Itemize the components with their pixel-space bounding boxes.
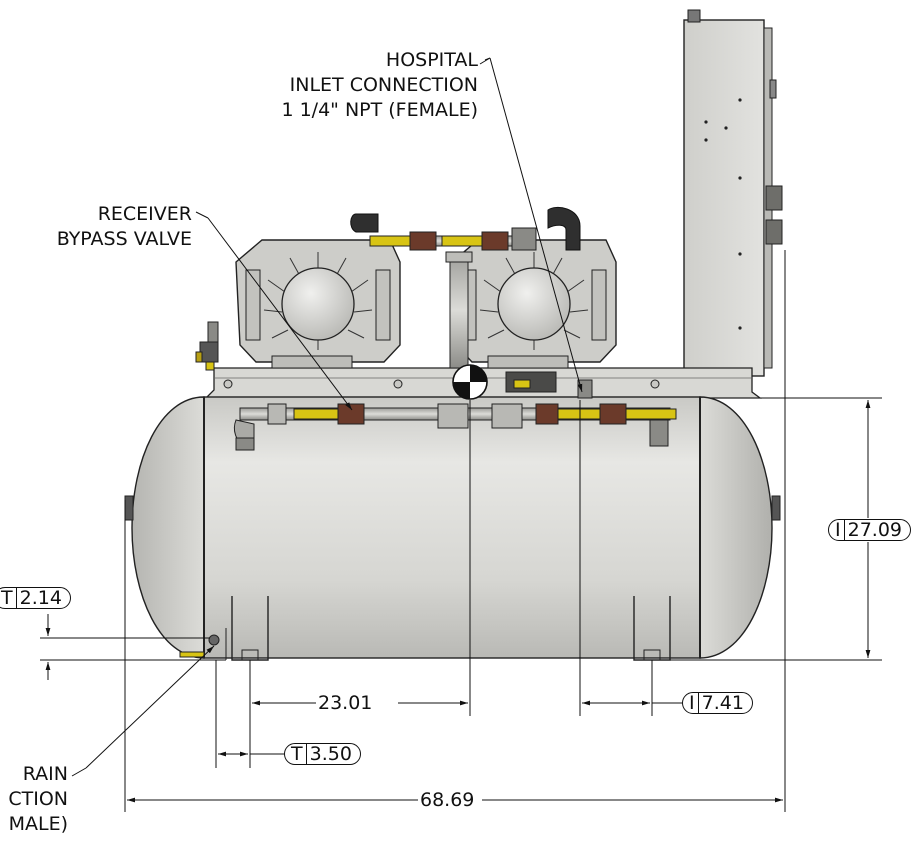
pressure-gauge <box>195 321 219 371</box>
dimension-value: 7.41 <box>701 692 744 714</box>
dimension-prefix: I <box>835 519 845 541</box>
top-manifold <box>350 206 581 251</box>
drain-line-2: CTION <box>8 788 68 810</box>
dimension-7-41: I 7.41 <box>682 692 753 714</box>
dimension-value: 3.50 <box>309 743 352 765</box>
dimension-prefix: I <box>689 692 699 714</box>
drain-line-3: MALE) <box>8 813 68 835</box>
dimension-3-50: T 3.50 <box>284 743 361 765</box>
hospital-inlet-label: HOSPITAL INLET CONNECTION 1 1/4" NPT (FE… <box>246 48 478 123</box>
motor-left <box>235 239 401 369</box>
center-riser <box>445 251 473 369</box>
leader-lines <box>71 57 583 777</box>
control-panel <box>683 9 783 377</box>
dimension-68-69: 68.69 <box>418 789 477 811</box>
dimension-23-01: 23.01 <box>316 692 375 714</box>
receiver-bypass-label: RECEIVER BYPASS VALVE <box>10 202 192 252</box>
dimension-prefix: T <box>291 743 307 765</box>
dimension-prefix: T <box>1 587 17 609</box>
motor-right <box>451 239 617 369</box>
dimension-2-14: T 2.14 <box>0 587 71 609</box>
receiver-bypass-line-2: BYPASS VALVE <box>56 228 192 250</box>
receiver-tank <box>124 396 781 659</box>
drain-valve <box>179 634 220 658</box>
hospital-inlet-line-1: HOSPITAL <box>385 49 478 71</box>
hospital-inlet-line-2: INLET CONNECTION <box>289 74 478 96</box>
tank-piping <box>233 371 677 451</box>
dimension-value: 27.09 <box>847 519 903 541</box>
receiver-bypass-line-1: RECEIVER <box>97 203 192 225</box>
dimension-27-09: I 27.09 <box>828 519 912 541</box>
drain-line-1: RAIN <box>22 763 68 785</box>
hospital-inlet-line-3: 1 1/4" NPT (FEMALE) <box>281 99 478 121</box>
drain-connection-label: RAIN CTION MALE) <box>0 762 68 837</box>
dimension-value: 2.14 <box>19 587 62 609</box>
center-of-gravity-symbol <box>452 364 488 400</box>
